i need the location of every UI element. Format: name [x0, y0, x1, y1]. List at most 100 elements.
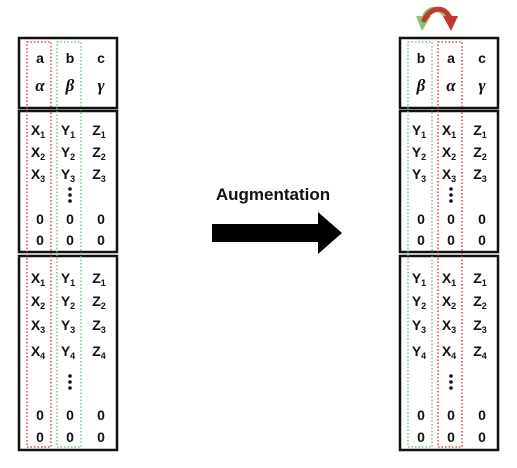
right-batch2-cell: X1 — [442, 270, 456, 288]
right-header-greek: γ — [478, 76, 486, 95]
left-batch1-cell-symbol: Y — [61, 122, 71, 138]
left-batch2-cell: Y3 — [61, 317, 75, 335]
left-batch1-cell-index: 1 — [70, 130, 75, 140]
right-batch1-zero: 0 — [447, 232, 455, 248]
right-batch1-ellipsis-dot — [449, 193, 453, 197]
right-batch2-cell-index: 3 — [482, 325, 487, 335]
right-batch1-cell-index: 3 — [482, 174, 487, 184]
left-batch1-cell-symbol: X — [31, 122, 41, 138]
left-batch2-cell-symbol: Y — [61, 317, 71, 333]
right-batch1-cell-index: 3 — [451, 174, 456, 184]
left-batch2-cell-symbol: Z — [92, 343, 101, 359]
left-batch2-cell: Z2 — [92, 293, 106, 311]
left-batch2-cell-symbol: Y — [61, 270, 71, 286]
right-batch1-cell: X1 — [442, 122, 456, 140]
right-header-name: b — [417, 50, 426, 66]
left-batch1-cell: Z3 — [92, 166, 106, 184]
left-batch1-cell-symbol: Z — [92, 144, 101, 160]
right-batch1-ellipsis-dot — [449, 199, 453, 203]
right-header-greek: β — [416, 76, 426, 95]
left-batch2-cell-index: 1 — [101, 278, 106, 288]
right-batch1-zero: 0 — [478, 211, 486, 227]
right-batch1-zero: 0 — [417, 232, 425, 248]
left-batch2-zero: 0 — [36, 407, 44, 423]
right-batch2-cell-symbol: Z — [473, 317, 482, 333]
left-header-name: a — [36, 50, 44, 66]
left-header-box — [17, 36, 119, 110]
right-batch1-cell-index: 2 — [482, 152, 487, 162]
left-batch2-zero: 0 — [97, 407, 105, 423]
left-batch1-cell: Z1 — [92, 122, 106, 140]
left-header-greek: γ — [97, 76, 105, 95]
right-batch1-cell-symbol: Z — [473, 144, 482, 160]
right-batch1-cell-index: 3 — [421, 174, 426, 184]
left-batch1-cell: X1 — [31, 122, 45, 140]
left-batch2-cell-symbol: Y — [61, 293, 71, 309]
right-batch2-cell: Z2 — [473, 293, 487, 311]
right-batch2-cell: Y2 — [412, 293, 426, 311]
right-batch2-cell-symbol: Y — [412, 270, 422, 286]
right-batch1-cell: Z1 — [473, 122, 487, 140]
right-column-b-highlight — [407, 41, 433, 448]
right-batch2-cell-index: 1 — [421, 278, 426, 288]
left-batch2-cell-symbol: X — [31, 317, 41, 333]
right-batch2-cell: Z1 — [473, 270, 487, 288]
right-batch1-cell-index: 1 — [482, 130, 487, 140]
right-batch1-cell: X2 — [442, 144, 456, 162]
left-batch2-cell-index: 3 — [40, 325, 45, 335]
left-batch1-cell: Z2 — [92, 144, 106, 162]
right-batch2-cell-index: 1 — [482, 278, 487, 288]
left-batch2-cell-symbol: X — [31, 270, 41, 286]
left-batch2-cell-index: 1 — [70, 278, 75, 288]
right-header-greek: α — [446, 76, 456, 95]
right-batch2-cell: X3 — [442, 317, 456, 335]
right-batch1-cell: Y2 — [412, 144, 426, 162]
left-column-b-highlight — [56, 41, 82, 448]
right-batch2-zero: 0 — [447, 407, 455, 423]
right-batch2-cell: Y3 — [412, 317, 426, 335]
left-batch2-cell-symbol: X — [31, 293, 41, 309]
right-batch1-zero: 0 — [478, 232, 486, 248]
right-batch2-zero: 0 — [447, 429, 455, 445]
left-batch2-cell: X3 — [31, 317, 45, 335]
right-batch2-cell-index: 2 — [451, 301, 456, 311]
left-batch2-cell: Y1 — [61, 270, 75, 288]
right-batch1-cell: X3 — [442, 166, 456, 184]
right-batch2-cell-symbol: Y — [412, 293, 422, 309]
left-batch1-cell-index: 2 — [40, 152, 45, 162]
left-batch1-cell-index: 3 — [40, 174, 45, 184]
left-batch1-ellipsis-dot — [68, 199, 72, 203]
left-batch1-zero: 0 — [97, 211, 105, 227]
right-batch2-cell-index: 1 — [451, 278, 456, 288]
left-batch2-ellipsis-dot — [68, 386, 72, 390]
left-batch1-cell: Y1 — [61, 122, 75, 140]
right-batch1-cell-symbol: X — [442, 122, 452, 138]
left-batch2-zero: 0 — [66, 407, 74, 423]
left-batch2-cell-index: 2 — [70, 301, 75, 311]
right-batch1-cell-symbol: Z — [473, 166, 482, 182]
left-batch2-cell: Z4 — [92, 343, 106, 361]
left-batch1-ellipsis-dot — [68, 193, 72, 197]
left-batch2-cell-symbol: Z — [92, 270, 101, 286]
right-batch2-cell: Y1 — [412, 270, 426, 288]
right-batch2-cell: Z4 — [473, 343, 487, 361]
right-batch1-zero: 0 — [447, 211, 455, 227]
right-batch2-cell-index: 3 — [451, 325, 456, 335]
left-batch1-cell-index: 1 — [40, 130, 45, 140]
right-batch2-cell: Y4 — [412, 343, 426, 361]
left-batch2-cell-symbol: Z — [92, 317, 101, 333]
left-batch2-cell: X4 — [31, 343, 45, 361]
right-batch2-cell-symbol: Y — [412, 317, 422, 333]
right-batch2-zero: 0 — [417, 429, 425, 445]
left-header-name: b — [66, 50, 75, 66]
right-batch1-zero: 0 — [417, 211, 425, 227]
left-batch1-zero: 0 — [97, 232, 105, 248]
left-batch1-cell-index: 3 — [101, 174, 106, 184]
augmentation-arrow — [212, 212, 342, 254]
right-batch1-cell-symbol: X — [442, 144, 452, 160]
left-header-greek: β — [65, 76, 75, 95]
left-batch1-zero: 0 — [36, 232, 44, 248]
